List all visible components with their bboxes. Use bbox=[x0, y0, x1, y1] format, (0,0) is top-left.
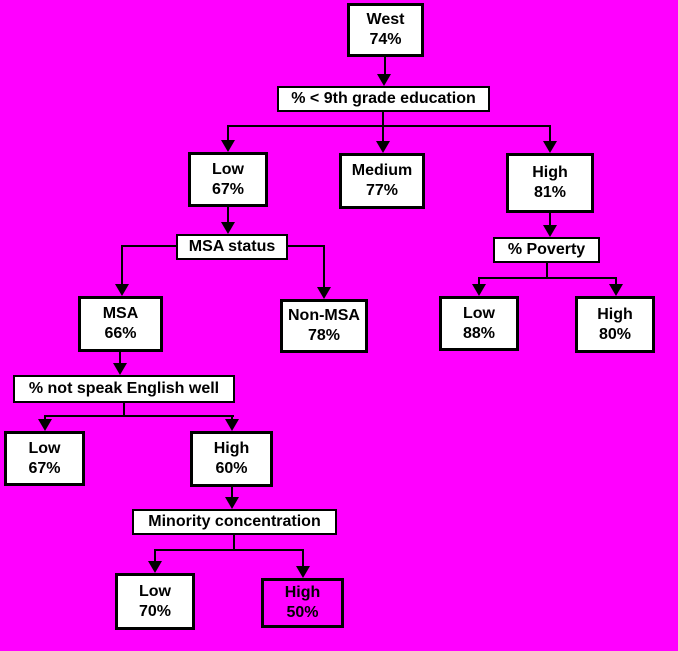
node-non-msa: Non-MSA 78% bbox=[280, 299, 368, 353]
connector bbox=[44, 415, 46, 421]
arrow-down-icon bbox=[376, 141, 390, 153]
node-title: Non-MSA bbox=[288, 307, 360, 324]
arrow-down-icon bbox=[543, 225, 557, 237]
node-value: 80% bbox=[598, 325, 632, 343]
connector bbox=[546, 263, 548, 279]
node-value: 67% bbox=[28, 459, 61, 477]
connector bbox=[302, 549, 304, 568]
node-education-low: Low 67% bbox=[188, 152, 268, 207]
node-msa: MSA 66% bbox=[78, 296, 163, 352]
arrow-down-icon bbox=[225, 497, 239, 509]
node-value: 88% bbox=[462, 324, 496, 342]
arrow-down-icon bbox=[38, 419, 52, 431]
arrow-down-icon bbox=[296, 566, 310, 578]
node-title: Low bbox=[212, 160, 244, 178]
arrow-down-icon bbox=[377, 74, 391, 86]
connector bbox=[478, 277, 480, 286]
connector bbox=[323, 245, 325, 289]
arrow-down-icon bbox=[115, 284, 129, 296]
arrow-down-icon bbox=[317, 287, 331, 299]
node-title: Low bbox=[463, 304, 495, 322]
node-education-high: High 81% bbox=[506, 153, 594, 213]
connector bbox=[44, 415, 234, 417]
node-english-low: Low 67% bbox=[4, 431, 85, 486]
node-title: Medium bbox=[351, 162, 413, 179]
connector bbox=[119, 352, 121, 365]
node-title: Low bbox=[139, 582, 171, 600]
arrow-down-icon bbox=[472, 284, 486, 296]
split-label-education: % < 9th grade education bbox=[277, 86, 490, 112]
connector bbox=[227, 125, 551, 127]
connector bbox=[549, 125, 551, 143]
arrow-down-icon bbox=[225, 419, 239, 431]
node-value: 66% bbox=[104, 325, 137, 342]
connector bbox=[478, 277, 617, 279]
node-title: West bbox=[366, 11, 405, 28]
connector bbox=[123, 403, 125, 417]
arrow-down-icon bbox=[148, 561, 162, 573]
node-value: 67% bbox=[211, 180, 245, 198]
node-minority-low: Low 70% bbox=[115, 573, 195, 630]
node-title: Low bbox=[28, 439, 61, 457]
connector bbox=[288, 245, 325, 247]
split-label-msa-status: MSA status bbox=[176, 234, 288, 260]
split-label-minority: Minority concentration bbox=[132, 509, 337, 535]
connector bbox=[382, 112, 384, 127]
arrow-down-icon bbox=[113, 363, 127, 375]
node-value: 74% bbox=[369, 31, 402, 48]
arrow-down-icon bbox=[221, 140, 235, 152]
node-west: West 74% bbox=[347, 3, 424, 57]
node-value: 70% bbox=[138, 602, 172, 620]
connector bbox=[154, 549, 156, 563]
connector bbox=[384, 57, 386, 76]
node-english-high: High 60% bbox=[190, 431, 273, 487]
node-title: High bbox=[284, 584, 321, 601]
node-title: High bbox=[532, 164, 568, 181]
node-minority-high: High 50% bbox=[261, 578, 344, 628]
connector bbox=[227, 125, 229, 142]
node-title: High bbox=[597, 305, 633, 323]
connector bbox=[233, 535, 235, 551]
node-value: 50% bbox=[286, 604, 319, 621]
node-value: 81% bbox=[533, 184, 567, 201]
node-title: MSA bbox=[102, 305, 139, 322]
connector bbox=[231, 415, 233, 421]
connector bbox=[549, 213, 551, 227]
arrow-down-icon bbox=[543, 141, 557, 153]
split-label-english: % not speak English well bbox=[13, 375, 235, 403]
connector bbox=[121, 245, 123, 286]
node-value: 78% bbox=[307, 327, 341, 344]
split-label-poverty: % Poverty bbox=[493, 237, 600, 263]
node-value: 60% bbox=[215, 460, 248, 477]
node-title: High bbox=[213, 440, 250, 457]
connector bbox=[227, 207, 229, 224]
connector bbox=[121, 245, 176, 247]
node-poverty-high: High 80% bbox=[575, 296, 655, 353]
arrow-down-icon bbox=[221, 222, 235, 234]
node-education-medium: Medium 77% bbox=[339, 153, 425, 209]
connector bbox=[154, 549, 304, 551]
connector bbox=[382, 125, 384, 143]
arrow-down-icon bbox=[609, 284, 623, 296]
connector bbox=[231, 487, 233, 499]
node-value: 77% bbox=[365, 182, 399, 199]
connector bbox=[615, 277, 617, 286]
node-poverty-low: Low 88% bbox=[439, 296, 519, 351]
